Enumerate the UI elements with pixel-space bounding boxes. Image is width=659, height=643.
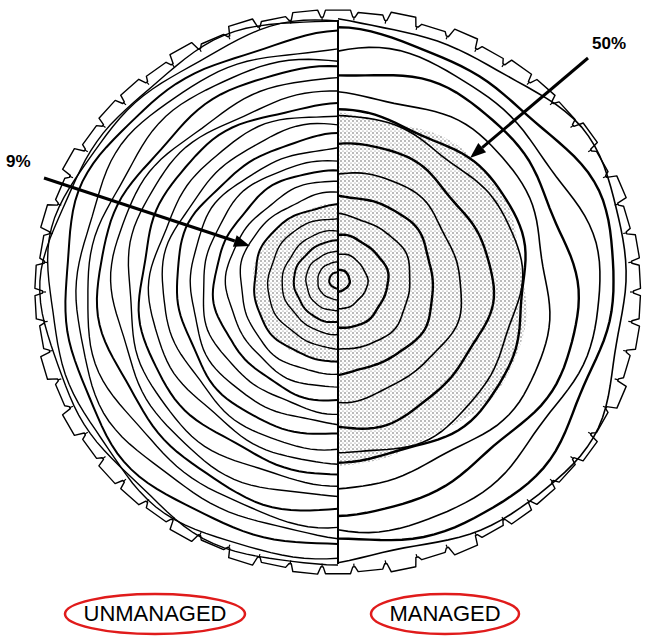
arrow-head — [470, 143, 486, 158]
ellipse-outline — [65, 594, 245, 634]
growth-ring — [329, 272, 338, 288]
growth-ring — [177, 133, 338, 434]
growth-ring — [338, 235, 389, 328]
label-ellipse: MANAGED — [369, 592, 521, 636]
growth-ring — [338, 270, 350, 292]
leader-arrow — [482, 58, 588, 148]
heartwood-shading — [338, 112, 527, 466]
ellipse-outline — [371, 594, 519, 634]
growth-ring — [306, 251, 338, 311]
callout-number: 50% — [592, 34, 626, 54]
growth-ring — [162, 124, 338, 451]
growth-ring — [240, 192, 338, 374]
bark-outline — [35, 10, 641, 574]
heartwood-shading — [253, 204, 338, 362]
growth-ring — [338, 254, 368, 309]
growth-ring — [338, 109, 526, 463]
growth-ring — [97, 66, 338, 511]
growth-ring — [338, 116, 523, 453]
growth-ring — [254, 204, 338, 362]
leader-arrow — [44, 178, 235, 241]
growth-ring — [48, 20, 338, 559]
growth-ring — [338, 92, 550, 489]
growth-ring — [40, 21, 338, 565]
growth-ring — [318, 262, 338, 300]
growth-ring — [148, 116, 338, 464]
label-ellipse: UNMANAGED — [63, 592, 247, 636]
arrow-head — [233, 235, 250, 246]
group-label: MANAGED — [389, 601, 500, 627]
growth-ring — [65, 31, 338, 545]
growth-ring — [268, 219, 338, 350]
group-label: UNMANAGED — [84, 601, 227, 627]
growth-ring — [338, 143, 494, 428]
growth-ring — [139, 103, 338, 475]
callout-number: 9% — [6, 152, 31, 172]
growth-ring — [338, 19, 626, 563]
growth-ring — [338, 27, 614, 540]
growth-ring — [282, 231, 338, 335]
growth-ring — [338, 196, 433, 376]
growth-ring — [76, 49, 338, 539]
growth-ring — [88, 59, 338, 528]
divider-line — [337, 20, 339, 564]
growth-ring — [338, 47, 600, 532]
growth-ring — [338, 213, 410, 349]
growth-ring — [338, 75, 579, 516]
growth-ring — [338, 173, 461, 403]
growth-ring — [294, 240, 338, 322]
